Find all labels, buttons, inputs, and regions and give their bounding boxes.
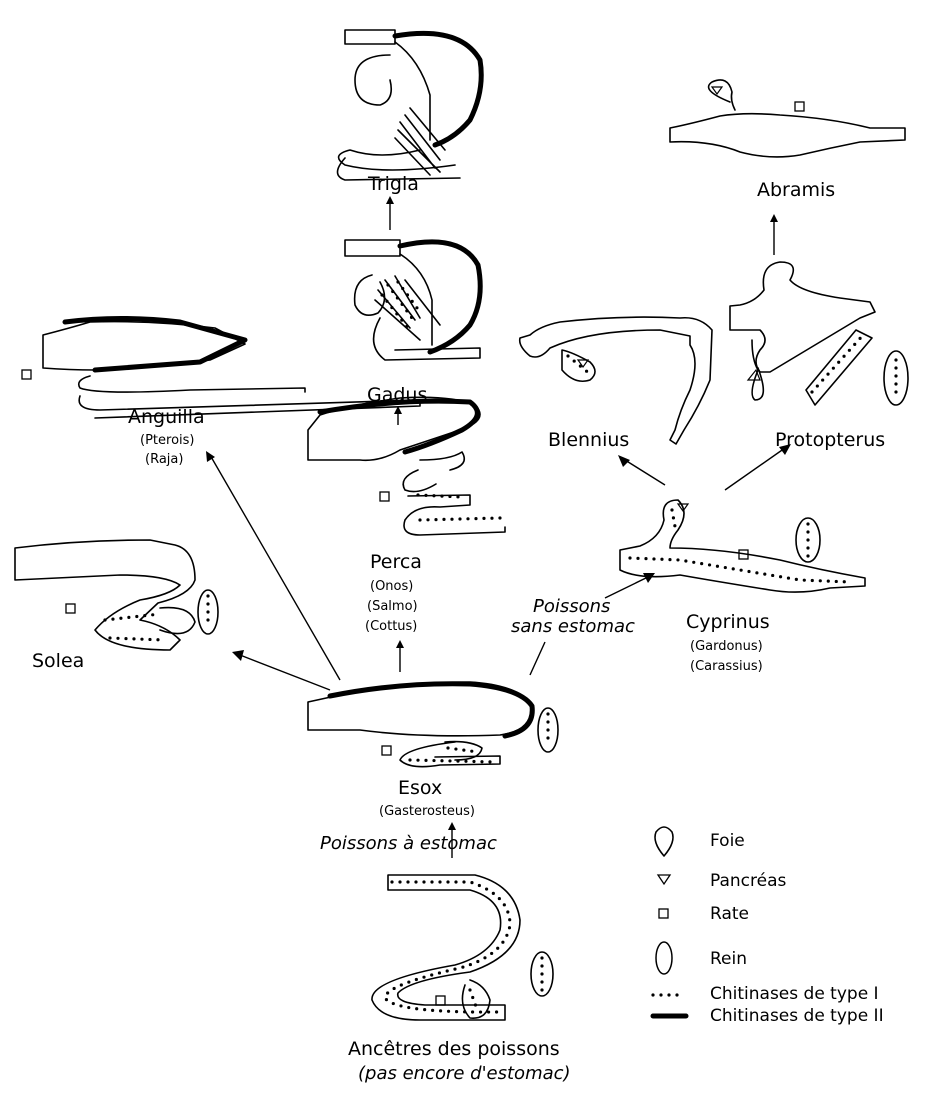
abramis-organ: [670, 80, 905, 157]
esox-label: Esox: [398, 777, 442, 799]
group-sans-estomac-1: Poissons: [533, 596, 610, 617]
legend-type2: Chitinases de type II: [653, 1006, 884, 1026]
protopterus-organ: [730, 262, 908, 405]
legend: Foie Pancréas Rate Rein Chitinases de ty…: [653, 827, 884, 1026]
group-sans-estomac-2: sans estomac: [511, 616, 635, 637]
solea-label: Solea: [32, 650, 84, 672]
arrow-cyprinus-blennius: [625, 460, 665, 485]
arrow-sans-estomac-cyprinus: [605, 576, 650, 598]
anguilla-alt-1: (Pterois): [140, 433, 194, 448]
legend-foie-label: Foie: [710, 831, 745, 851]
pancreas-icon: [658, 875, 670, 884]
perca-alt-2: (Salmo): [367, 599, 418, 614]
legend-type1: Chitinases de type I: [653, 984, 879, 1004]
cyprinus-alt-1: (Gardonus): [690, 639, 763, 654]
perca-label: Perca: [370, 551, 422, 573]
anguilla-alt-2: (Raja): [145, 452, 183, 467]
arrow-esox-sans-estomac: [530, 642, 545, 675]
legend-rein: Rein: [656, 942, 747, 974]
ancestors-organ: [372, 875, 553, 1020]
group-a-estomac: Poissons à estomac: [320, 833, 497, 854]
perca-alt-3: (Cottus): [365, 619, 417, 634]
ancestors-note: (pas encore d'estomac): [358, 1063, 571, 1084]
foie-icon: [655, 827, 673, 856]
cyprinus-label: Cyprinus: [686, 611, 770, 633]
ancestors-label: Ancêtres des poissons: [348, 1038, 560, 1060]
cyprinus-alt-2: (Carassius): [690, 659, 763, 674]
legend-foie: Foie: [655, 827, 745, 856]
anguilla-label: Anguilla: [128, 406, 205, 428]
rein-icon: [656, 942, 672, 974]
arrow-cyprinus-protopterus: [725, 448, 785, 490]
abramis-label: Abramis: [757, 179, 835, 201]
legend-rate-label: Rate: [710, 904, 749, 924]
anguilla-organ: [22, 319, 420, 419]
blennius-label: Blennius: [548, 429, 629, 451]
perca-organ: [308, 397, 505, 535]
esox-alt-1: (Gasterosteus): [379, 804, 475, 819]
trigla-label: Trigla: [367, 173, 419, 195]
cyprinus-organ: [620, 500, 865, 592]
legend-type2-label: Chitinases de type II: [710, 1006, 884, 1026]
legend-rein-label: Rein: [710, 949, 747, 969]
solea-organ: [15, 540, 218, 650]
legend-pancreas-label: Pancréas: [710, 871, 787, 891]
arrow-esox-anguilla: [210, 455, 340, 680]
trigla-organ: [338, 30, 482, 180]
legend-type1-label: Chitinases de type I: [710, 984, 879, 1004]
blennius-organ: [520, 317, 712, 444]
esox-organ: [308, 682, 558, 767]
legend-rate: Rate: [659, 904, 749, 924]
gadus-organ: [345, 240, 480, 360]
perca-alt-1: (Onos): [370, 579, 413, 594]
protopterus-label: Protopterus: [775, 429, 885, 451]
arrow-esox-solea: [240, 655, 330, 690]
legend-pancreas: Pancréas: [658, 871, 787, 891]
rate-icon: [659, 909, 668, 918]
